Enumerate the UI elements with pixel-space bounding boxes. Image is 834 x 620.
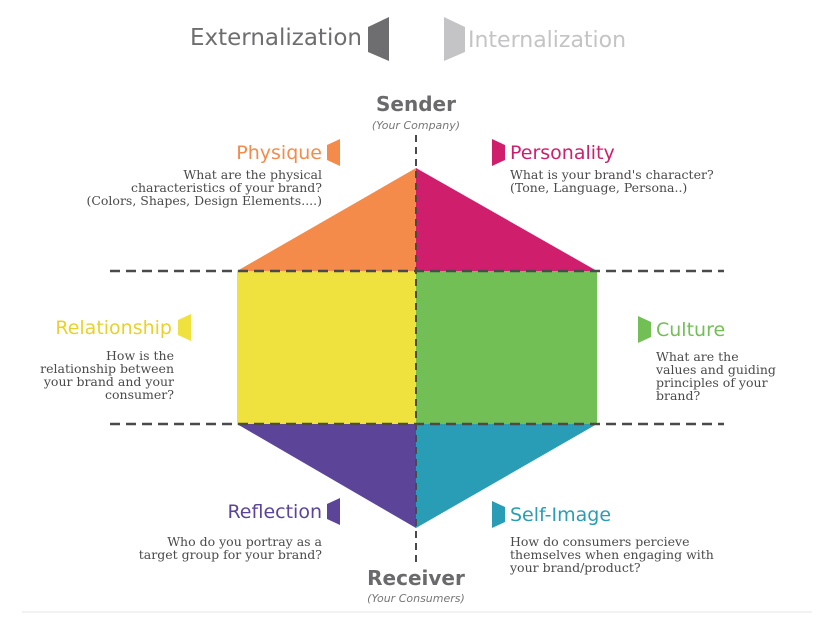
internalization-marker-icon [444,17,465,61]
self-image-segment [416,424,597,528]
culture-marker-icon [638,316,651,343]
culture-title: Culture [656,319,726,341]
sender-subtitle: (Your Company) [371,119,461,132]
self-image-marker-icon [492,501,505,528]
externalization-marker-icon [368,17,389,61]
personality-description: What is your brand's character? (Tone, L… [510,167,714,195]
receiver-subtitle: (Your Consumers) [367,592,465,605]
personality-marker-icon [492,139,505,166]
relationship-segment [237,271,416,424]
sender-label: Sender [376,92,456,116]
reflection-description: Who do you portray as a target group for… [138,534,322,562]
reflection-title: Reflection [227,501,322,523]
personality-segment [416,168,597,271]
relationship-marker-icon [178,314,191,341]
relationship-title: Relationship [55,317,172,339]
self-image-title: Self-Image [510,504,612,526]
reflection-segment [237,424,416,528]
culture-description: What are the values and guiding principl… [656,349,776,403]
culture-segment [416,271,597,424]
self-image-description: How do consumers percieve themselves whe… [510,534,714,575]
externalization-label: Externalization [189,25,362,51]
physique-title: Physique [236,142,322,164]
physique-marker-icon [327,139,340,166]
internalization-label: Internalization [468,28,627,53]
physique-segment [237,168,416,271]
relationship-description: How is the relationship between your bra… [40,348,174,402]
receiver-label: Receiver [367,566,465,590]
reflection-marker-icon [327,498,340,525]
physique-description: What are the physical characteristics of… [86,167,322,208]
personality-title: Personality [510,142,615,164]
